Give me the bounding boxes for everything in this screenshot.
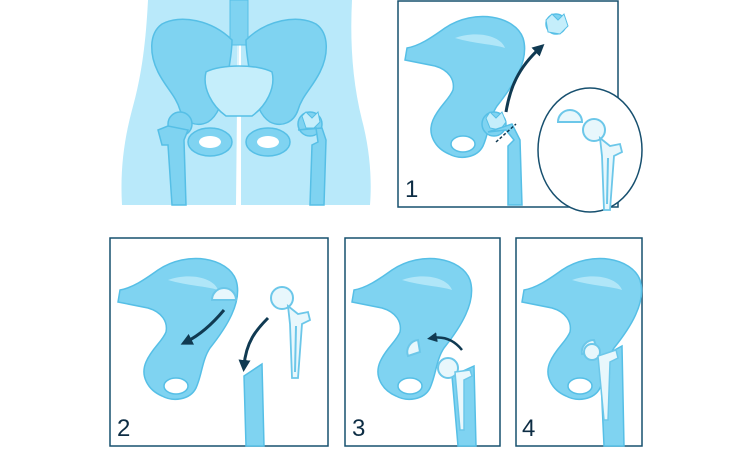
step-1-femur bbox=[481, 111, 523, 206]
spine bbox=[229, 0, 249, 46]
step-2-frame bbox=[109, 237, 329, 447]
step-3-femur-with-stem bbox=[437, 357, 477, 447]
pelvis-overview bbox=[121, 0, 371, 206]
left-femur bbox=[157, 111, 193, 206]
step-1-panel: 1 bbox=[397, 0, 643, 213]
step-4-frame bbox=[515, 237, 643, 447]
step-2-number: 2 bbox=[117, 415, 130, 442]
step-2-stem bbox=[270, 286, 311, 379]
step-3-cup-seated bbox=[406, 338, 422, 358]
step-2-pelvis bbox=[117, 257, 239, 401]
step-1-number: 1 bbox=[405, 176, 418, 203]
cut-line bbox=[495, 123, 517, 143]
implant-inset bbox=[537, 87, 643, 213]
step-4-assembled-joint bbox=[580, 338, 625, 447]
step-3-number: 3 bbox=[352, 415, 365, 442]
step-2-arrow-cup bbox=[180, 309, 226, 345]
step-1-pelvis bbox=[404, 15, 526, 159]
step-4-pelvis bbox=[521, 257, 643, 401]
step-4-panel: 4 bbox=[515, 237, 643, 447]
step-3-frame bbox=[344, 237, 501, 447]
step-4-number: 4 bbox=[522, 415, 535, 442]
right-femur-damaged bbox=[297, 110, 327, 206]
step-1-arrow bbox=[504, 43, 545, 113]
step-3-arrow bbox=[427, 332, 463, 351]
step-2-panel: 2 bbox=[109, 237, 329, 447]
step-2-arrow-stem bbox=[238, 316, 270, 372]
step-2-cut-femur bbox=[243, 362, 265, 447]
step-3-panel: 3 bbox=[344, 237, 501, 447]
sacrum bbox=[204, 65, 274, 117]
removed-femoral-head bbox=[545, 13, 569, 35]
